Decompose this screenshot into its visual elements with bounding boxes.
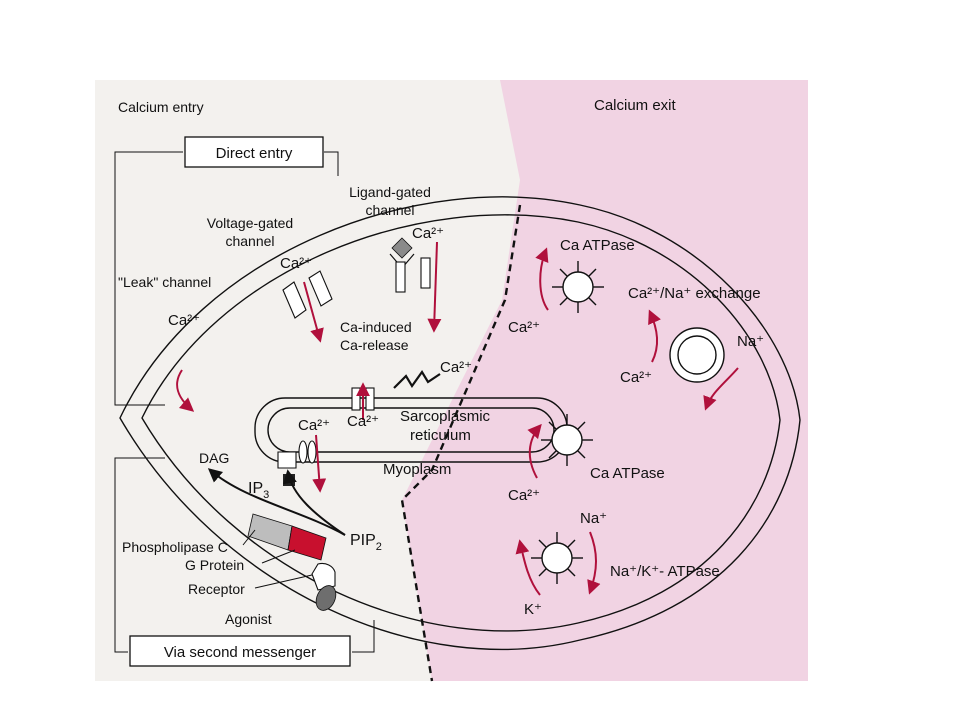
release-ca-ion: Ca²⁺	[440, 359, 472, 376]
second-messenger-bracket	[114, 457, 165, 653]
na-pump-arrow	[587, 531, 601, 595]
voltage-channel-right	[308, 270, 333, 307]
myoplasm-label: Myoplasm	[383, 461, 451, 478]
ip3-channel-ca-ion: Ca²⁺	[298, 417, 330, 434]
leak-channel-label: "Leak" channel	[118, 274, 211, 290]
sarcoplasmic-reticulum-inner	[267, 407, 555, 453]
k-pump-ion: K⁺	[524, 601, 542, 618]
na-k-atpase-label: Na⁺/K⁺- ATPase	[610, 563, 720, 580]
second-messenger-label: Via second messenger	[164, 644, 316, 661]
ip3-release-arrow	[312, 434, 327, 493]
receptor-leader	[254, 574, 313, 589]
ca-atpase-sr-label: Ca ATPase	[590, 465, 665, 482]
dashed-divider	[400, 204, 522, 682]
ligand-ca-arrow	[427, 241, 442, 333]
ip3-arrow	[283, 469, 346, 536]
sr-release-channel-left	[351, 387, 361, 411]
ca-atpase-membrane-label: Ca ATPase	[560, 237, 635, 254]
exchanger-na-ion: Na⁺	[737, 333, 764, 350]
voltage-channel-left	[282, 281, 307, 319]
membrane-pump-arrow	[535, 247, 549, 311]
ligand-ca-ion: Ca²⁺	[412, 225, 444, 242]
agonist-label: Agonist	[225, 611, 272, 627]
sarcoplasmic-label-1: Sarcoplasmic	[400, 408, 491, 425]
ip3-channel-right	[307, 440, 317, 464]
ligand-channel-left	[395, 261, 406, 293]
voltage-ca-ion: Ca²⁺	[280, 255, 312, 272]
receptor-shape	[311, 562, 336, 591]
ip3-receptor-icon	[277, 451, 297, 469]
agonist-shape	[315, 585, 337, 611]
ca-atpase-membrane-icon	[552, 261, 604, 313]
ligand-gated-label-2: channel	[365, 202, 414, 218]
entry-bracket-right	[324, 151, 339, 176]
phospholipase-c-label: Phospholipase C	[122, 539, 228, 555]
sr-pump-arrow	[527, 423, 542, 479]
exchanger-inner-ring	[677, 335, 717, 375]
ligand-gated-label-1: Ligand-gated	[349, 184, 431, 200]
sr-channel-ca-ion: Ca²⁺	[347, 413, 379, 430]
dag-arrow	[207, 468, 346, 536]
g-protein-label: G Protein	[185, 557, 244, 573]
second-messenger-bracket-right	[352, 620, 375, 653]
phospholipase-leader	[242, 529, 256, 546]
ligand-channel-right	[420, 257, 431, 289]
second-messenger-box	[129, 635, 351, 667]
ca-induced-label-1: Ca-induced	[340, 319, 412, 335]
g-protein-leader	[261, 549, 296, 564]
ca-atpase-sr-icon	[541, 414, 593, 466]
ca-induced-label-2: Ca-release	[340, 337, 409, 353]
membrane-pump-ca-ion: Ca²⁺	[508, 319, 540, 336]
voltage-gated-label-2: channel	[225, 233, 274, 249]
ip3-label: IP3	[248, 480, 269, 501]
ip3-channel-left	[298, 440, 308, 464]
calcium-exit-title: Calcium exit	[594, 97, 677, 114]
receptor-label: Receptor	[188, 581, 245, 597]
ligand-diamond-icon	[391, 237, 413, 259]
na-k-atpase-icon	[531, 532, 583, 584]
leak-ca-ion: Ca²⁺	[168, 312, 200, 329]
exchanger-na-arrow	[703, 367, 739, 411]
k-pump-arrow	[515, 539, 541, 596]
direct-entry-label: Direct entry	[216, 145, 293, 162]
pip2-label: PIP2	[350, 532, 382, 553]
outer-membrane-inner	[141, 214, 781, 632]
voltage-gated-label-1: Voltage-gated	[207, 215, 293, 231]
exchanger-ca-ion: Ca²⁺	[620, 369, 652, 386]
ca-na-exchange-label: Ca²⁺/Na⁺ exchange	[628, 285, 761, 302]
calcium-exit-region	[402, 80, 808, 681]
ca-trigger-zigzag	[393, 369, 441, 389]
direct-entry-box	[184, 136, 324, 168]
dag-label: DAG	[199, 450, 229, 466]
entry-bracket-top	[114, 151, 183, 406]
g-protein-shape	[287, 525, 327, 561]
leak-ca-arrow	[176, 369, 195, 412]
na-pump-ion: Na⁺	[580, 510, 607, 527]
sr-pump-ca-ion: Ca²⁺	[508, 487, 540, 504]
calcium-entry-title: Calcium entry	[118, 99, 204, 115]
sarcoplasmic-label-2: reticulum	[410, 427, 471, 444]
sr-release-channel-right	[365, 387, 375, 411]
outer-membrane-outer	[119, 196, 801, 651]
voltage-ca-arrow	[303, 281, 324, 343]
exchanger-ca-arrow	[648, 309, 661, 363]
